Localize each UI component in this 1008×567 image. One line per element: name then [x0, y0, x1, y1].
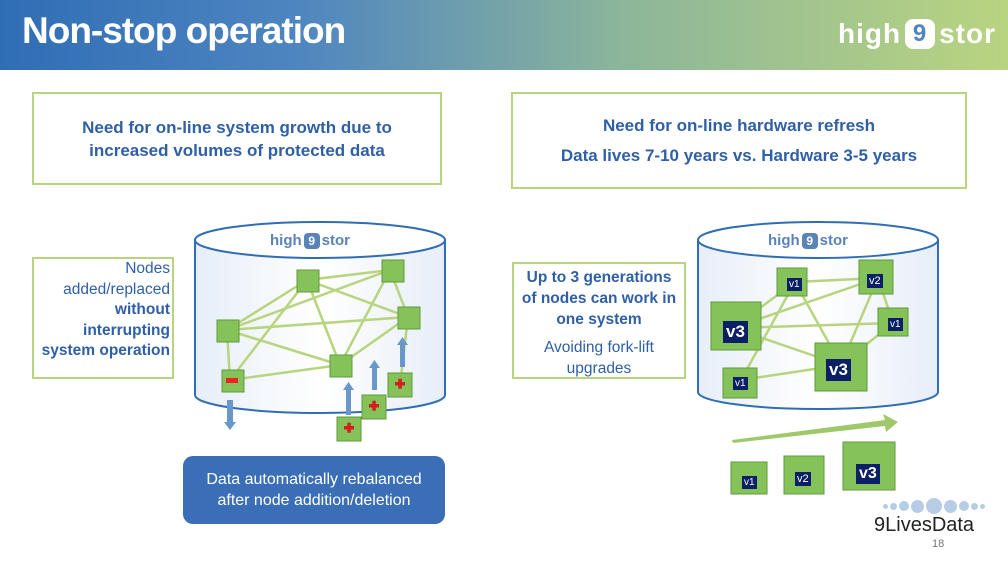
cyl-logo-left-2: high	[768, 232, 800, 249]
generations-box: Up to 3 generations of nodes can work in…	[512, 262, 686, 379]
header-bar: Non-stop operation high 9 stor	[0, 0, 1008, 70]
generations-bold: Up to 3 generations of nodes can work in…	[521, 269, 677, 328]
brand-logo: high 9 stor	[838, 12, 996, 56]
brand-text-right: stor	[939, 18, 996, 49]
page-title: Non-stop operation	[22, 10, 346, 51]
gen-label-v3: v3	[856, 464, 880, 484]
right-cluster-diagram	[697, 221, 939, 410]
growth-need-box: Need for on-line system growth due to in…	[32, 92, 442, 185]
gen-label-v2: v2	[795, 472, 811, 486]
rebalance-callout: Data automatically rebalanced after node…	[183, 456, 445, 524]
rebalance-line2: after node addition/deletion	[217, 492, 411, 509]
nodes-added-bold: without interrupting system operation	[41, 301, 170, 359]
left-cluster-diagram	[194, 221, 446, 442]
refresh-need-line2: Data lives 7-10 years vs. Hardware 3-5 y…	[560, 145, 918, 165]
company-logo: 9LivesData	[874, 498, 994, 537]
cyl-logo-nine-icon: 9	[303, 233, 320, 249]
cyl-logo-left: high	[270, 232, 302, 249]
logo-dots-icon	[874, 498, 994, 514]
node-label-v1-b: v1	[888, 318, 903, 331]
refresh-need-line1: Need for on-line hardware refresh	[602, 115, 876, 135]
node-label-v3-a: v3	[723, 321, 748, 343]
cyl-logo-right: stor	[321, 232, 350, 249]
page-number: 18	[932, 538, 945, 550]
company-name: 9LivesData	[874, 514, 975, 536]
node-label-v2-a: v2	[867, 274, 883, 288]
node-label-v1-c: v1	[733, 377, 748, 390]
nodes-added-box: Nodes added/replaced without interruptin…	[32, 257, 174, 379]
node-label-v1-a: v1	[787, 278, 802, 291]
brand-nine-icon: 9	[905, 19, 936, 49]
cyl-logo-right-2: stor	[819, 232, 848, 249]
forklift-text: Avoiding fork-lift upgrades	[544, 339, 654, 377]
cyl-logo-nine-icon-2: 9	[801, 233, 818, 249]
brand-text-left: high	[838, 18, 902, 49]
node-label-v3-b: v3	[826, 359, 851, 381]
gen-label-v1: v1	[742, 476, 757, 489]
rebalance-line1: Data automatically rebalanced	[206, 471, 422, 488]
generation-arrow	[732, 414, 898, 443]
growth-need-text: Need for on-line system growth due to in…	[82, 117, 392, 160]
nodes-added-text: Nodes added/replaced	[63, 260, 170, 298]
refresh-need-box: Need for on-line hardware refresh Data l…	[511, 92, 967, 189]
